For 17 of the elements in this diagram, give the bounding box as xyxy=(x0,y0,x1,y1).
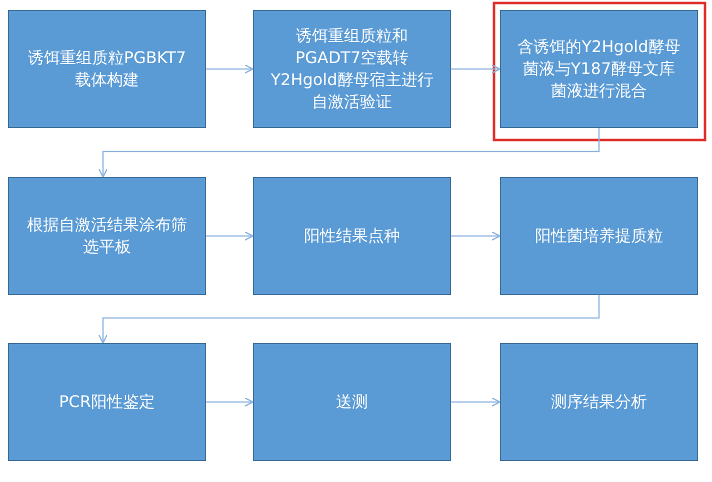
process-box: 含诱饵的Y2Hgold酵母菌液与Y187酵母文库菌液进行混合 xyxy=(500,10,698,128)
arrow xyxy=(451,231,501,241)
arrow xyxy=(98,128,600,178)
process-box: 阳性结果点种 xyxy=(253,177,451,295)
arrow xyxy=(206,64,254,74)
process-box: 测序结果分析 xyxy=(500,343,698,461)
arrow xyxy=(206,397,254,407)
arrow xyxy=(206,231,254,241)
process-box: 送测 xyxy=(253,343,451,461)
process-box: 阳性菌培养提质粒 xyxy=(500,177,698,295)
process-box: 根据自激活结果涂布筛选平板 xyxy=(8,177,206,295)
arrow xyxy=(451,397,501,407)
process-box: 诱饵重组质粒和PGADT7空载转Y2Hgold酵母宿主进行自激活验证 xyxy=(253,10,451,128)
process-box: 诱饵重组质粒PGBKT7载体构建 xyxy=(8,10,206,128)
arrow xyxy=(98,295,600,344)
arrow xyxy=(451,64,501,74)
process-box: PCR阳性鉴定 xyxy=(8,343,206,461)
